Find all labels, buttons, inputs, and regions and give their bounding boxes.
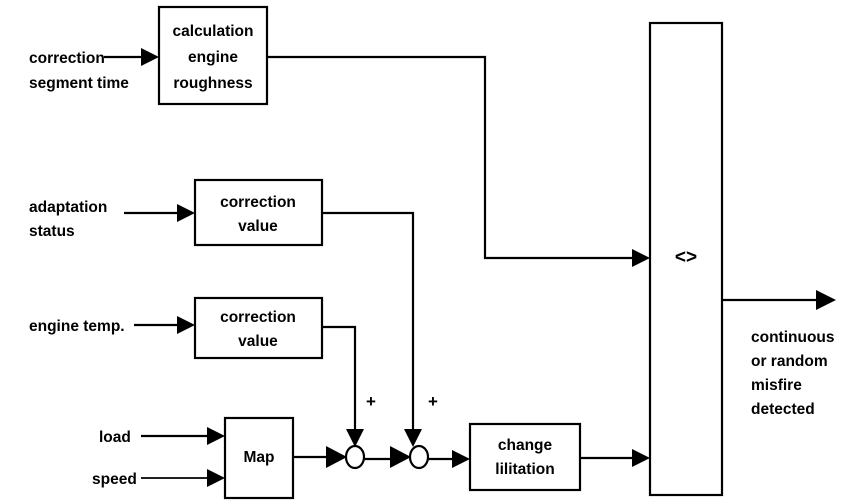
block-correction-value-temp: correction value [193, 296, 324, 360]
wire-sum2-to-change-limitation [428, 450, 470, 468]
input-label-correction-segment-time-line2: segment time [29, 75, 129, 92]
block-comparator-symbol: <> [675, 247, 697, 268]
input-adaptation-status-group: adaptation status [29, 199, 195, 240]
output-label-misfire-line3: misfire [751, 377, 802, 394]
block-correction-value-temp-line2: value [238, 333, 278, 350]
block-calculation-engine-roughness-line1: calculation [173, 23, 254, 40]
input-label-load: load [99, 429, 131, 446]
wire-sum1-to-sum2 [364, 446, 411, 468]
output-misfire-detected-group: continuous or random misfire detected [722, 290, 836, 418]
block-comparator-rect [648, 21, 724, 497]
arrowhead-sum2-top-input [404, 429, 422, 447]
arrowhead-sum1-top-input [346, 429, 364, 447]
block-map-label: Map [244, 449, 275, 466]
block-calculation-engine-roughness-rect [157, 5, 269, 106]
block-calculation-engine-roughness-line2: engine [188, 49, 238, 66]
arrowhead-into-map-speed [207, 469, 225, 487]
output-label-misfire-line2: or random [751, 353, 828, 370]
block-calculation-engine-roughness: calculation engine roughness [157, 5, 269, 106]
arrowhead-comparator-input-lower [632, 449, 650, 467]
input-label-speed: speed [92, 471, 137, 488]
wire-correction-adaptation-to-sum2: + [322, 211, 438, 447]
arrowhead-into-calculation-engine-roughness [141, 48, 159, 66]
block-change-limitation-line1: change [498, 437, 553, 454]
output-label-misfire-line4: detected [751, 401, 815, 418]
block-map-rect [223, 416, 295, 500]
block-correction-value-adaptation-rect [193, 178, 324, 247]
input-correction-segment-time-group: correction segment time [29, 48, 159, 92]
wire-correction-temp-path [322, 325, 357, 429]
input-engine-temp-group: engine temp. [29, 316, 195, 335]
plus-sign-sum1: + [366, 392, 376, 411]
plus-sign-sum2: + [428, 392, 438, 411]
summing-junction-2 [408, 444, 430, 470]
arrowhead-sum1-left-input [326, 446, 347, 468]
arrowhead-into-change-limitation [452, 450, 470, 468]
block-correction-value-adaptation: correction value [193, 178, 324, 247]
wire-roughness-to-comparator [267, 55, 650, 267]
block-comparator: <> [648, 21, 724, 497]
block-change-limitation-rect [468, 422, 582, 492]
summing-junction-1 [344, 444, 366, 470]
input-label-adaptation-status-line1: adaptation [29, 199, 107, 216]
arrowhead-into-correction-value-adaptation [177, 204, 195, 222]
wire-correction-temp-to-sum1: + [322, 325, 376, 447]
block-calculation-engine-roughness-line3: roughness [173, 75, 252, 92]
arrowhead-into-map-load [207, 427, 225, 445]
input-load-group: load [99, 427, 225, 446]
wire-roughness-path [267, 55, 638, 260]
block-map: Map [223, 416, 295, 500]
arrowhead-output-misfire-detected [816, 290, 836, 310]
block-correction-value-adaptation-line2: value [238, 218, 278, 235]
summing-junction-2-circle [408, 444, 430, 470]
input-label-correction-segment-time-line1: correction [29, 50, 105, 67]
block-correction-value-temp-line1: correction [220, 309, 296, 326]
arrowhead-sum2-left-input [390, 446, 411, 468]
wire-change-limitation-to-comparator [580, 449, 650, 467]
block-change-limitation: change lilitation [468, 422, 582, 492]
output-label-misfire-line1: continuous [751, 329, 835, 346]
block-change-limitation-line2: lilitation [495, 461, 554, 478]
input-label-engine-temp-line1: engine temp. [29, 318, 125, 335]
summing-junction-1-circle [344, 444, 366, 470]
arrowhead-comparator-input-upper [632, 249, 650, 267]
input-label-adaptation-status-line2: status [29, 223, 75, 240]
input-speed-group: speed [92, 469, 225, 488]
wire-correction-adaptation-path [322, 211, 415, 429]
arrowhead-into-correction-value-temp [177, 316, 195, 334]
block-correction-value-adaptation-line1: correction [220, 194, 296, 211]
wire-map-to-sum1 [293, 446, 347, 468]
